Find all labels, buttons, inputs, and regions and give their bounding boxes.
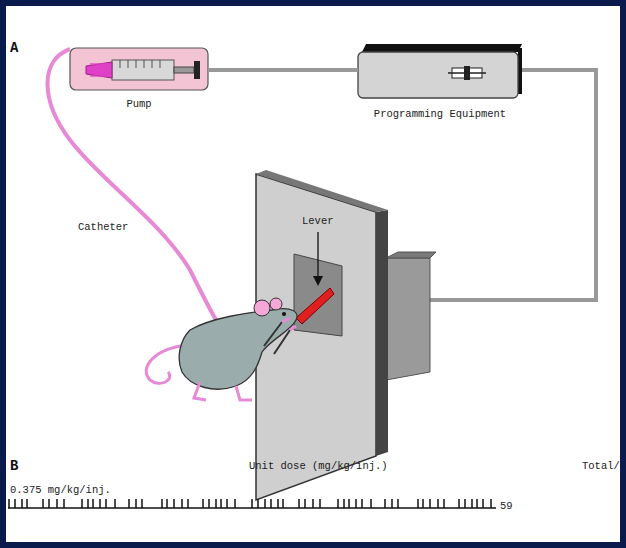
panel-letter: B (10, 458, 18, 475)
axis-title: Unit dose (mg/kg/inj.) (249, 460, 388, 473)
lever-label: Lever (302, 215, 334, 228)
cable-line (208, 68, 358, 72)
dose-label: 0.375 mg/kg/inj. (10, 484, 111, 497)
total-count: 59 (500, 500, 513, 513)
programming-box: Programming Equipment (356, 44, 524, 122)
node-label: Pump (126, 98, 151, 110)
pump-box: Pump (68, 46, 210, 112)
node-label: Programming Equipment (374, 108, 506, 120)
panel-letter: A (10, 40, 18, 57)
total-header: Total/ (582, 460, 620, 473)
catheter-label: Catheter (78, 221, 128, 234)
